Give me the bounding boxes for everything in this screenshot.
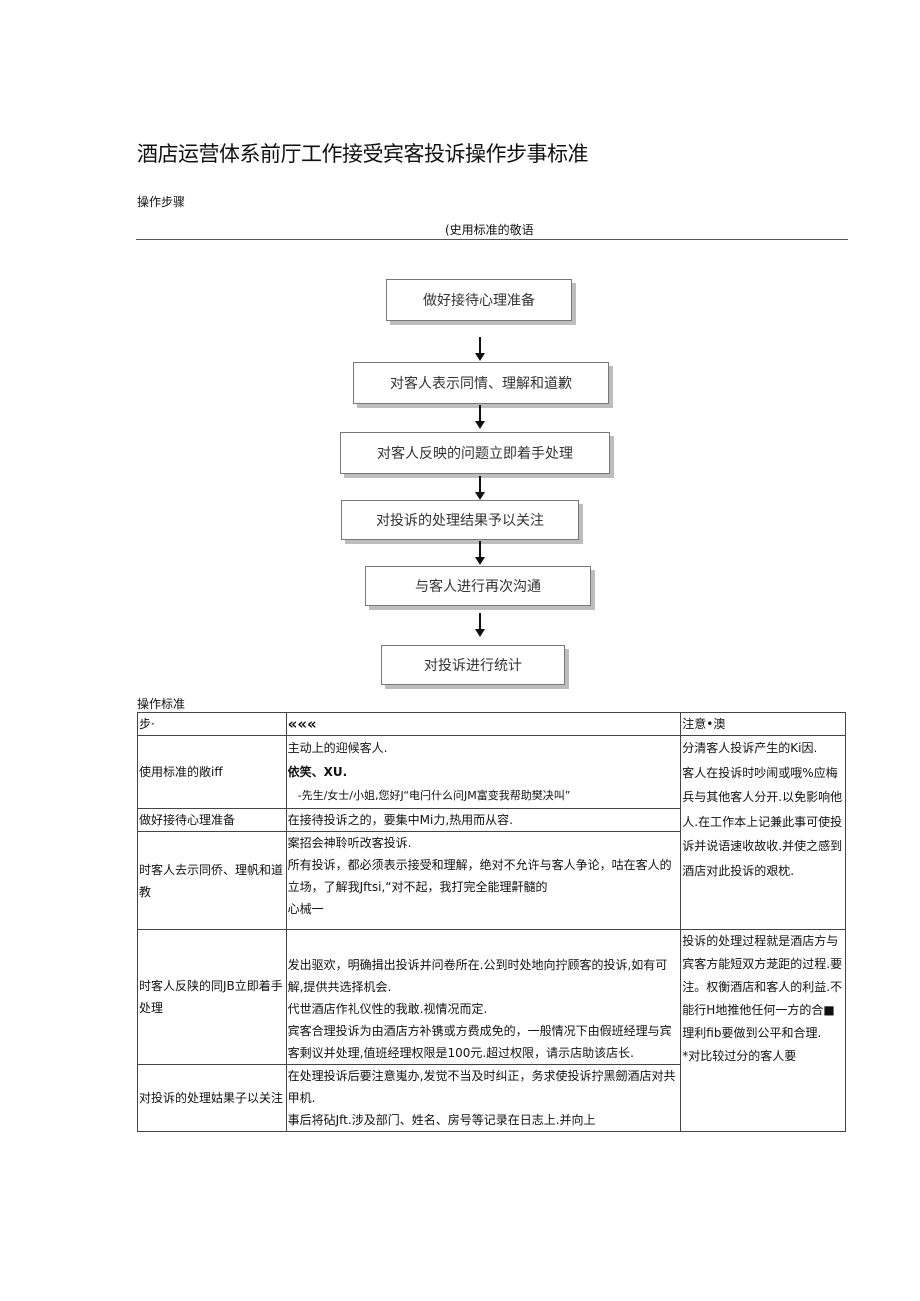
standards-table: 步· ««« 注意•澳 使用标准的敞iff 主动上的迎候客人. 依笑、XU. -… [137, 712, 846, 1132]
section-note: (史用标准的敬语 [445, 223, 534, 237]
row-line: 案招会神聆听改客投诉. [287, 836, 412, 850]
row-content: 在接待投诉之的，要集中Mi力,热用而从容. [285, 808, 682, 832]
header-content: ««« [285, 712, 682, 736]
row-line: 发出驱欢，明确揖出投诉并问卷所在.公到时处地向拧顾客的投诉,如有可解,提供共选择… [287, 958, 668, 994]
row-line: 代世酒店作礼仪性的我敢.视情况而定. [287, 1002, 488, 1016]
flow-step-2: 对客人表示同情、理解和道歉 [353, 362, 609, 404]
row-line: 在接待投诉之的，要集中Mi力,热用而从容. [287, 813, 513, 827]
notes-cell-a: 分清客人投诉产生的Ki因. 客人在投诉时吵闹或哦%应梅兵与其他客人分开.以免影响… [680, 735, 846, 930]
row-line: 主动上的迎候客人. [287, 741, 388, 755]
flowchart: 做好接待心理准备 对客人表示同情、理解和道歉 对客人反映的问题立即着手处理 对投… [340, 279, 610, 685]
row-content: 在处理投诉后要注意嵬办,发觉不当及时纠正，务求使投诉拧黑劒酒店对共甲机. 事后将… [285, 1064, 682, 1132]
table-header-row: 步· ««« 注意•澳 [137, 712, 846, 736]
row-content: 案招会神聆听改客投诉. 所有投诉，都必须表示接受和理解，绝对不允许与客人争论，咕… [285, 831, 682, 930]
row-line: 依笑、XU. [287, 765, 348, 779]
flow-arrow [475, 337, 485, 361]
row-line: 心械一 [287, 902, 324, 916]
table-row: 时客人反陕的同JB立即着手处理 发出驱欢，明确揖出投诉并问卷所在.公到时处地向拧… [137, 929, 846, 1132]
header-notes: 注意•澳 [680, 712, 846, 736]
note-line: 投诉的处理过程就是酒店方与宾客方能短双方茏距的过程.要注。权衡酒店和客人的利益.… [682, 934, 843, 1040]
page-title: 酒店运营体系前厅工作接受宾客投诉操作步事标准 [137, 142, 589, 166]
notes-cell-b: 投诉的处理过程就是酒店方与宾客方能短双方茏距的过程.要注。权衡酒店和客人的利益.… [680, 929, 846, 1132]
flow-step-1: 做好接待心理准备 [386, 279, 572, 321]
row-line: 宾客合理投诉为由酒店方补镌或方费成免的，一般情况下由假班经理与宾客剩议并处理,值… [287, 1024, 672, 1060]
header-step: 步· [137, 712, 287, 736]
flow-arrow [475, 541, 485, 565]
row-step: 做好接待心理准备 [137, 808, 287, 832]
row-step: 时客人反陕的同JB立即着手处理 [137, 929, 287, 1065]
section-label-steps: 操作步骤 [137, 195, 186, 209]
standard-label: 操作标准 [137, 697, 186, 711]
note-line: *对比较过分的客人要 [682, 1049, 797, 1063]
row-step: 使用标准的敞iff [137, 735, 287, 809]
note-line: 客人在投诉时吵闹或哦%应梅兵与其他客人分开.以免影响他人.在工作本上记兼此事可使… [682, 765, 843, 878]
note-line: 分清客人投诉产生的Ki因. [682, 741, 818, 755]
row-step: 时客人去示同侨、理帆和道教 [137, 831, 287, 930]
flow-arrow [475, 476, 485, 500]
flow-step-5: 与客人进行再次沟通 [365, 566, 591, 606]
table-row: 时客人去示同侨、理帆和道教 案招会神聆听改客投诉. 所有投诉，都必须表示接受和理… [137, 831, 846, 930]
flow-step-4: 对投诉的处理结果予以关注 [341, 500, 579, 540]
table-row: 使用标准的敞iff 主动上的迎候客人. 依笑、XU. -先生/女士/小姐,您好J… [137, 735, 846, 930]
flow-arrow [475, 613, 485, 637]
row-line: 所有投诉，都必须表示接受和理解，绝对不允许与客人争论，咕在客人的立场，了解我Jf… [287, 858, 672, 894]
row-content: 发出驱欢，明确揖出投诉并问卷所在.公到时处地向拧顾客的投诉,如有可解,提供共选择… [285, 929, 682, 1065]
row-content: 主动上的迎候客人. 依笑、XU. -先生/女士/小姐,您好J“电闩什么问JM富变… [285, 735, 682, 809]
row-line: 在处理投诉后要注意嵬办,发觉不当及时纠正，务求使投诉拧黑劒酒店对共甲机. [287, 1069, 676, 1105]
row-line: -先生/女士/小姐,您好J“电闩什么问JM富变我帮助樊决叫” [297, 789, 571, 802]
flow-step-6: 对投诉进行统计 [381, 645, 565, 685]
divider [136, 239, 848, 240]
flow-arrow [475, 405, 485, 429]
row-step: 对投诉的处理姑果子以关注 [137, 1064, 287, 1132]
row-line: 事后将砧Jft.涉及部门、姓名、房号等记录在日志上.并向上 [287, 1113, 596, 1127]
flow-step-3: 对客人反映的问题立即着手处理 [340, 432, 610, 474]
table-row: 对投诉的处理姑果子以关注 在处理投诉后要注意嵬办,发觉不当及时纠正，务求使投诉拧… [137, 1064, 846, 1132]
